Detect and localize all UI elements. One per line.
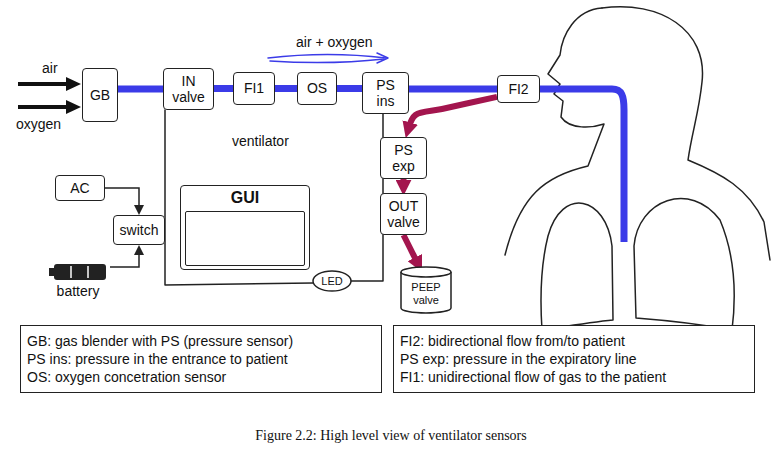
ellipse-outline — [313, 271, 351, 291]
flow-arrow — [270, 59, 384, 63]
node-label: battery — [57, 283, 100, 299]
inlet-arrow-head — [66, 100, 81, 114]
node-label: FI1 — [244, 80, 264, 96]
node-label: LED — [321, 275, 342, 288]
flow-connector — [214, 85, 233, 92]
power-cell: battery — [46, 255, 110, 305]
sensor-box: GB — [82, 68, 118, 122]
node-label: PS ins — [366, 77, 405, 109]
flow-connector — [110, 252, 139, 267]
node-label: FI2 — [508, 81, 528, 97]
cell-icon — [48, 261, 108, 283]
lung-outline — [541, 203, 613, 330]
node-label: PEEP valve — [401, 273, 451, 306]
indicator-lamp: LED — [312, 270, 352, 292]
flow-arrow-head — [377, 53, 388, 63]
flow-connector — [401, 179, 407, 185]
node-label: GUI — [231, 189, 259, 207]
flow-connector — [409, 97, 497, 127]
inlet-arrow — [18, 105, 70, 109]
flow-connector — [409, 86, 497, 93]
node-label: OS — [307, 80, 327, 96]
sensor-box: OS — [297, 72, 337, 105]
inlet-arrows — [18, 77, 81, 114]
node-label: IN valve — [167, 73, 210, 105]
note-line: OS: oxygen concetration sensor — [27, 368, 226, 386]
note-line: FI1: unidirectional flow of gas to the p… — [400, 368, 666, 386]
note-line: PS exp: pressure in the expiratory line — [400, 350, 637, 368]
cylinder-valve: PEEP valve — [400, 266, 452, 314]
sensor-box: FI2 — [497, 75, 540, 103]
housing-line — [165, 110, 313, 285]
flow-connector — [118, 86, 163, 93]
free-label: ventilator — [232, 133, 289, 149]
cylinder-top — [401, 267, 451, 277]
free-label: air — [42, 60, 58, 76]
inlet-arrow-head — [66, 77, 81, 91]
sensor-box: FI1 — [233, 72, 275, 105]
figure-caption: Figure 2.2: High level view of ventilato… — [0, 428, 782, 444]
flow-connector — [105, 188, 139, 208]
free-label: oxygen — [16, 116, 61, 132]
flow-arrow — [268, 55, 386, 59]
cell-divider — [70, 266, 72, 278]
node-label: AC — [70, 180, 89, 196]
cylinder-body — [401, 272, 451, 313]
lung-outline — [634, 199, 734, 330]
selector-box: switch — [113, 215, 165, 245]
note-line: PS ins: pressure in the entrance to pati… — [27, 350, 288, 368]
airway-line — [538, 89, 624, 242]
sensor-box: PS exp — [380, 137, 427, 179]
patient-outline — [505, 8, 604, 255]
screen-area — [185, 211, 305, 266]
note-line: GB: gas blender with PS (pressure sensor… — [27, 332, 293, 350]
cell-divider — [87, 266, 89, 278]
valve-box: IN valve — [163, 68, 214, 110]
display-panel: GUI — [180, 185, 310, 270]
note-box: GB: gas blender with PS (pressure sensor… — [20, 325, 382, 393]
node-label: PS exp — [384, 142, 423, 174]
inlet-arrow — [18, 82, 70, 86]
flow-connector — [337, 85, 362, 92]
housing-line — [351, 108, 383, 281]
node-label: OUT valve — [384, 198, 423, 230]
node-label: switch — [120, 222, 159, 238]
free-label: air + oxygen — [296, 34, 373, 50]
valve-box: OUT valve — [380, 193, 427, 235]
flow-connector — [404, 235, 417, 262]
note-box: FI2: bidirectional flow from/to patientP… — [393, 325, 755, 393]
power-box: AC — [55, 175, 105, 201]
note-line: FI2: bidirectional flow from/to patient — [400, 332, 625, 350]
flow-connector — [275, 85, 297, 92]
sensor-box: PS ins — [362, 72, 409, 114]
cell-body — [54, 264, 106, 280]
node-label: GB — [90, 87, 110, 103]
